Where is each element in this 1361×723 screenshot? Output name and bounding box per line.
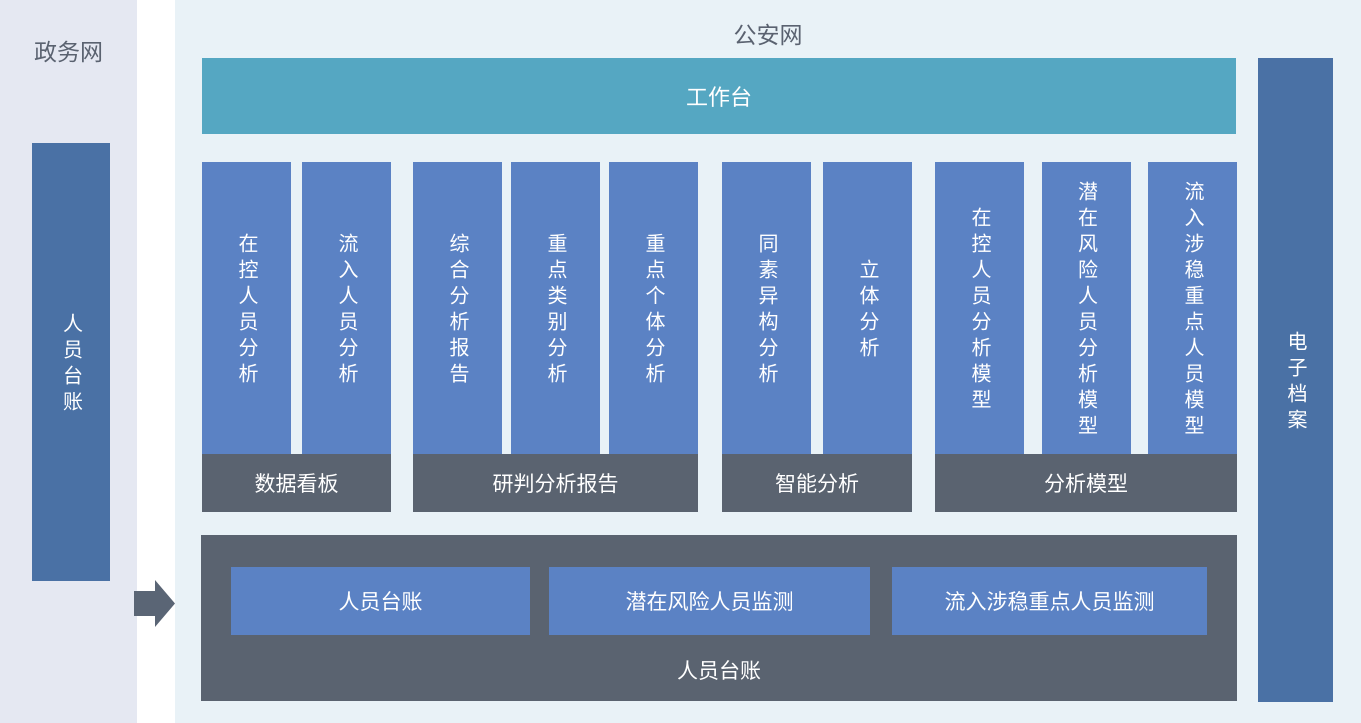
group-label: 智能分析 <box>722 454 912 512</box>
workbench-label: 工作台 <box>685 85 752 110</box>
module-bar: 在控人员分析 <box>202 162 291 454</box>
module-bar-label: 立体分析 <box>856 259 878 363</box>
government-network-title: 政务网 <box>34 39 103 65</box>
personnel-ledger-side-bar-label: 人员台账 <box>59 313 82 417</box>
ledger-module-inflow-key-person-monitoring: 流入涉稳重点人员监测 <box>892 567 1207 635</box>
group-analysis-models-bars: 在控人员分析模型 潜在风险人员分析模型 流入涉稳重点人员模型 <box>935 162 1237 454</box>
module-bar: 综合分析报告 <box>413 162 502 454</box>
module-bar-label: 同素异构分析 <box>755 233 777 389</box>
group-intelligent-analysis: 同素异构分析 立体分析 智能分析 <box>722 162 912 512</box>
module-bar: 同素异构分析 <box>722 162 811 454</box>
personnel-ledger-box: 人员台账 潜在风险人员监测 流入涉稳重点人员监测 人员台账 <box>201 535 1237 701</box>
personnel-ledger-side-bar: 人员台账 <box>32 143 110 581</box>
module-bar-label: 综合分析报告 <box>446 233 468 389</box>
group-label: 数据看板 <box>202 454 391 512</box>
group-analysis-report-bars: 综合分析报告 重点类别分析 重点个体分析 <box>413 162 698 454</box>
module-bar-label: 重点个体分析 <box>642 233 664 389</box>
module-bar-label: 在控人员分析模型 <box>968 207 990 415</box>
right-arrow-icon <box>134 580 175 627</box>
public-security-network-panel: 公安网 工作台 在控人员分析 流入人员分析 数据看板 综合分析报告 <box>175 0 1361 723</box>
module-bar-label: 流入涉稳重点人员模型 <box>1181 181 1203 441</box>
group-analysis-report: 综合分析报告 重点类别分析 重点个体分析 研判分析报告 <box>413 162 698 512</box>
module-bar-label: 在控人员分析 <box>235 233 257 389</box>
group-analysis-models: 在控人员分析模型 潜在风险人员分析模型 流入涉稳重点人员模型 分析模型 <box>935 162 1237 512</box>
module-bar-label: 潜在风险人员分析模型 <box>1074 181 1097 441</box>
module-bar: 重点类别分析 <box>511 162 600 454</box>
group-data-dashboard-bars: 在控人员分析 流入人员分析 <box>202 162 391 454</box>
group-label: 分析模型 <box>935 454 1237 512</box>
module-bar-label: 流入人员分析 <box>335 233 357 389</box>
public-security-network-title: 公安网 <box>733 22 803 48</box>
module-bar: 潜在风险人员分析模型 <box>1041 162 1131 454</box>
module-bar: 流入人员分析 <box>302 162 391 454</box>
module-bar: 流入涉稳重点人员模型 <box>1148 162 1237 454</box>
ledger-module-potential-risk-monitoring: 潜在风险人员监测 <box>549 567 870 635</box>
group-data-dashboard: 在控人员分析 流入人员分析 数据看板 <box>202 162 391 512</box>
module-bar: 重点个体分析 <box>609 162 698 454</box>
group-intelligent-analysis-bars: 同素异构分析 立体分析 <box>722 162 912 454</box>
personnel-ledger-box-label: 人员台账 <box>677 660 761 683</box>
electronic-archive-bar-label: 电子档案 <box>1284 331 1306 435</box>
electronic-archive-bar: 电子档案 <box>1258 58 1333 702</box>
module-bar: 在控人员分析模型 <box>935 162 1024 454</box>
module-bar: 立体分析 <box>823 162 912 454</box>
group-label: 研判分析报告 <box>413 454 698 512</box>
workbench-bar: 工作台 <box>202 58 1236 134</box>
module-bar-label: 重点类别分析 <box>544 233 566 389</box>
ledger-module-personnel-ledger: 人员台账 <box>231 567 530 635</box>
government-network-panel: 政务网 人员台账 <box>0 0 137 723</box>
